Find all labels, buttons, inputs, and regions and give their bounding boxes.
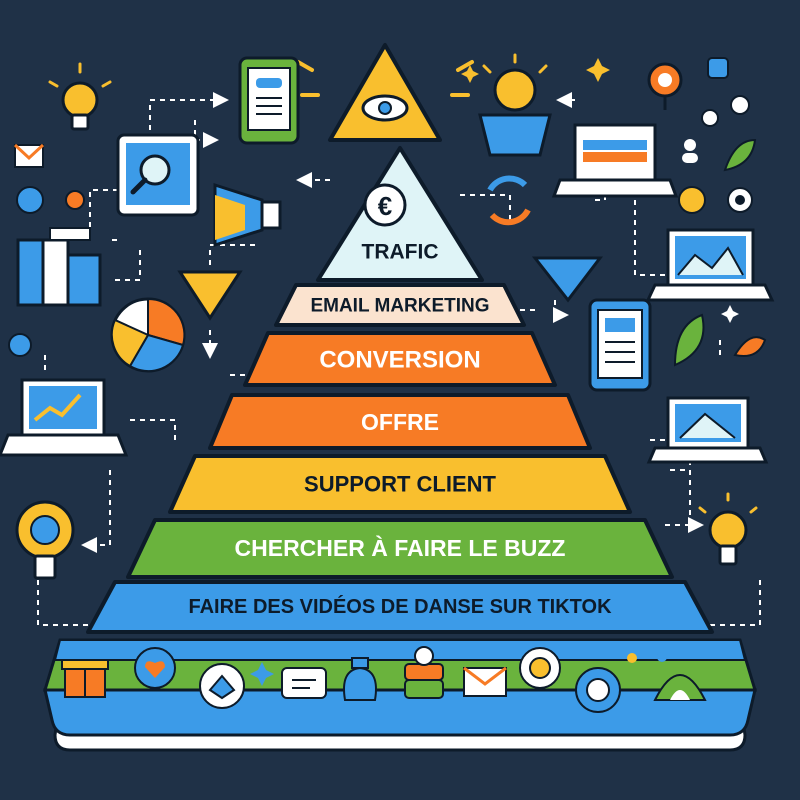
laptop-chart-icon bbox=[0, 378, 129, 457]
money-bag-icon bbox=[343, 657, 377, 701]
level-label-email-marketing: EMAIL MARKETING bbox=[310, 296, 489, 317]
badge-icon bbox=[730, 95, 750, 115]
share-icon bbox=[16, 186, 44, 214]
coin-icon bbox=[678, 186, 706, 214]
leaf-icon bbox=[723, 138, 757, 172]
dollar-coin-icon bbox=[519, 647, 561, 689]
location-pin-icon bbox=[647, 62, 683, 110]
laptop-image-icon bbox=[645, 228, 775, 302]
funnel-icon bbox=[177, 270, 243, 321]
tag-icon bbox=[707, 57, 729, 79]
sparkle-icons bbox=[461, 58, 739, 323]
laptop-table-icon bbox=[551, 123, 679, 198]
pie-chart-icon bbox=[110, 297, 186, 373]
pyramid-level-6 bbox=[126, 518, 674, 579]
lightbulb-icon bbox=[48, 62, 112, 131]
pyramid-level-7 bbox=[86, 580, 714, 634]
phone-document-icon bbox=[588, 298, 652, 392]
level-label-trafic: TRAFIC bbox=[362, 241, 439, 264]
refresh-arrows-icon bbox=[487, 175, 531, 226]
level-label-conversion: CONVERSION bbox=[319, 347, 480, 374]
tent-icon bbox=[653, 674, 707, 701]
dot-icons bbox=[627, 652, 667, 663]
sparkle-icon bbox=[250, 662, 274, 686]
pyramid-level-5 bbox=[168, 454, 632, 514]
face-icon bbox=[8, 333, 32, 357]
pyramid-level-3 bbox=[243, 331, 557, 387]
pyramid-level-2 bbox=[274, 283, 526, 327]
phone-icon bbox=[238, 56, 300, 145]
euro-coin-icon: € bbox=[363, 183, 407, 227]
euro-symbol: € bbox=[378, 191, 392, 221]
face-base-icon bbox=[575, 667, 621, 713]
laptop-right-icon bbox=[646, 396, 769, 464]
leaf-orange-icon bbox=[733, 336, 767, 357]
leaf-green-icon bbox=[673, 313, 705, 367]
tablet-search-icon bbox=[116, 133, 200, 217]
dashed-connectors bbox=[37, 92, 761, 626]
lightbulb-basket-icon bbox=[478, 53, 552, 157]
heart-icon bbox=[134, 647, 176, 689]
product-stack-icon bbox=[404, 646, 444, 699]
level-label-offre: OFFRE bbox=[361, 409, 439, 435]
pyramid-labels: TRAFIC EMAIL MARKETING CONVERSION OFFRE … bbox=[188, 241, 612, 619]
gear-icon bbox=[65, 190, 85, 210]
gift-icon bbox=[61, 659, 109, 698]
chat-icon bbox=[281, 667, 327, 699]
funnel-right-icon bbox=[531, 256, 604, 303]
megaphone-icon bbox=[213, 182, 282, 248]
envelope-base-icon bbox=[463, 666, 507, 697]
pyramid-level-4 bbox=[208, 393, 592, 450]
level-label-support-client: SUPPORT CLIENT bbox=[304, 472, 496, 497]
number-badge-icon bbox=[701, 109, 719, 127]
ticket-icon bbox=[199, 663, 245, 709]
lightbulb-right-icon bbox=[698, 492, 758, 566]
eye-triangle-icon bbox=[296, 43, 474, 142]
level-label-faire-videos-tiktok: FAIRE DES VIDÉOS DE DANSE SUR TIKTOK bbox=[188, 595, 612, 618]
envelope-icon bbox=[13, 143, 45, 168]
level-label-chercher-buzz: CHERCHER À FAIRE LE BUZZ bbox=[235, 534, 566, 561]
user-icon bbox=[682, 139, 698, 163]
lightbulb-globe-icon bbox=[15, 500, 75, 580]
target-icon bbox=[727, 187, 753, 213]
binders-icon bbox=[16, 227, 102, 307]
